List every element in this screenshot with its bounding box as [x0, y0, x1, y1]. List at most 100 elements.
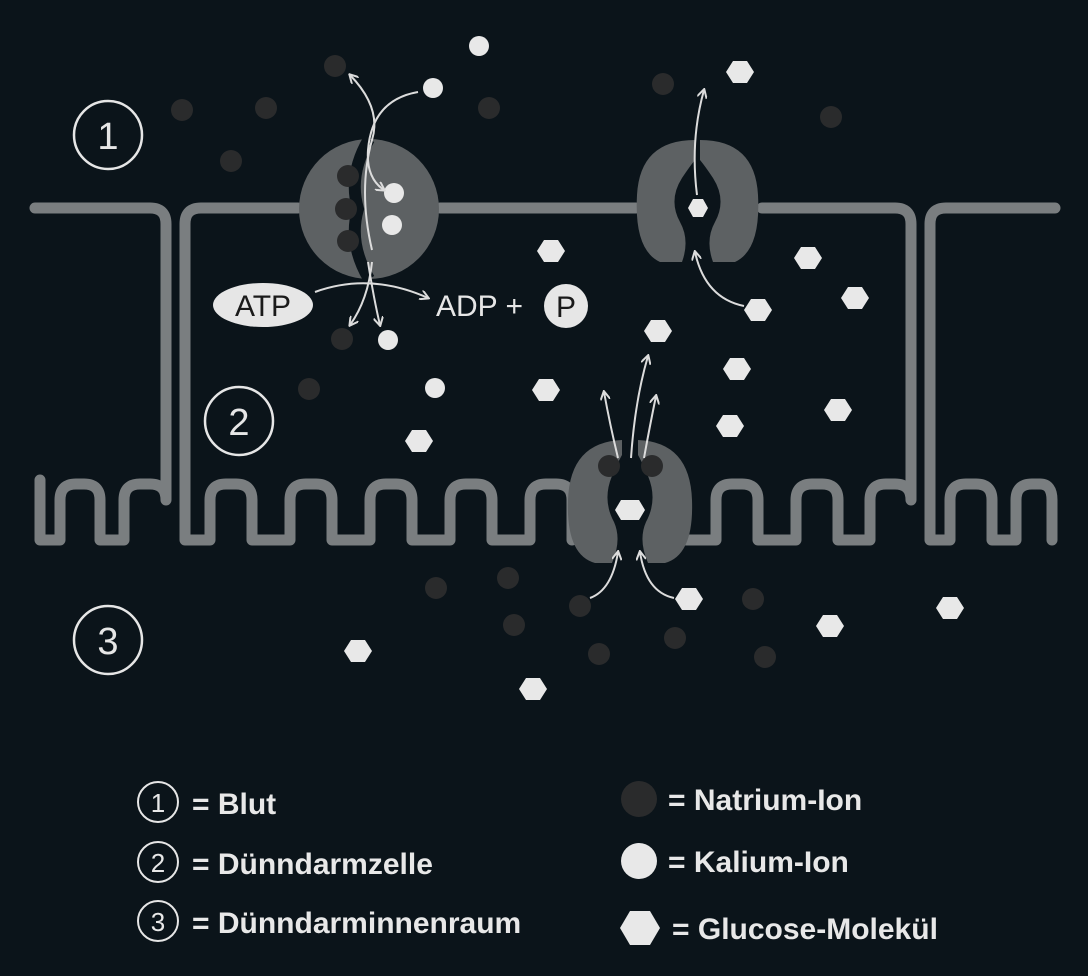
sodium-ion [425, 577, 447, 599]
glucose-molecule [405, 430, 433, 452]
region-1-circle [72, 99, 144, 171]
region-3-circle [72, 604, 144, 676]
legend-sodium-icon [621, 781, 657, 817]
region-3-number: 3 [97, 621, 118, 663]
glucose-molecule [816, 615, 844, 637]
sodium-ion [664, 627, 686, 649]
pump-potassium-in-arrow [366, 91, 419, 190]
pump-potassium-down-arrow [367, 261, 380, 325]
legend-region-2-circle [137, 841, 179, 883]
sodium-ion [255, 97, 277, 119]
glut-glucose-out-arrow [693, 90, 704, 196]
region-markers: 1 2 3 [72, 99, 275, 676]
left-cell-microvilli [34, 466, 172, 546]
glucose-molecule [744, 299, 772, 321]
legend-region-3-number: 3 [151, 907, 165, 937]
legend-region-3-circle [137, 900, 179, 942]
right-cell-membrane [924, 202, 1061, 478]
sodium-ion [742, 588, 764, 610]
free-potassium-ions [378, 36, 489, 398]
pump-sodium-down-arrow [350, 261, 373, 325]
pump-sodium-ion [337, 230, 359, 252]
atp-to-adp-arrow [314, 282, 428, 298]
left-cell-membrane [29, 202, 172, 478]
adp-label: ADP + [436, 290, 523, 323]
pump-potassium-ion [384, 183, 404, 203]
glucose-transporter-basolateral [636, 140, 759, 262]
sodium-ion [298, 378, 320, 400]
sglt-glucose [615, 500, 645, 520]
region-2-circle [203, 385, 275, 457]
glut-left-half [636, 140, 695, 262]
sodium-ion [220, 150, 242, 172]
pump-potassium-ion [382, 215, 402, 235]
sodium-ion [820, 106, 842, 128]
sglt-up-arrow-left [604, 392, 619, 459]
pump-sodium-ion [335, 198, 357, 220]
sglt-transporter-apical [567, 440, 693, 563]
legend-region-2-number: 2 [151, 848, 165, 878]
glut-right-half [700, 140, 759, 262]
pump-channel [348, 135, 375, 283]
sodium-ion [569, 595, 591, 617]
potassium-ion [425, 378, 445, 398]
middle-cell-microvilli-left [179, 466, 578, 546]
pump-sodium-out-arrow [350, 75, 376, 251]
right-cell-microvilli [924, 466, 1058, 546]
region-1-number: 1 [97, 116, 118, 158]
legend-glucose: = Glucose-Molekül [672, 913, 938, 946]
glucose-molecule [723, 358, 751, 380]
glucose-molecule [519, 678, 547, 700]
region-2-number: 2 [228, 402, 249, 444]
glucose-to-sglt-arrow [640, 552, 675, 599]
sodium-potassium-pump [299, 135, 439, 283]
legend: 1 = Blut 2 = Dünndarmzelle 3 = Dünndarmi… [137, 781, 938, 946]
sodium-ion [171, 99, 193, 121]
sglt-up-arrow-middle [630, 356, 648, 459]
free-sodium-ions [171, 55, 842, 668]
glucose-molecule [726, 61, 754, 83]
pump-sodium-ion [337, 165, 359, 187]
sodium-ion [588, 643, 610, 665]
middle-cell-microvilli-right [680, 466, 917, 546]
sodium-ion [497, 567, 519, 589]
legend-duenndarminnenraum: = Dünndarminnenraum [192, 907, 521, 940]
free-glucose-molecules [344, 61, 964, 700]
glut-glucose [688, 199, 708, 217]
sodium-to-sglt-arrow [589, 552, 618, 599]
membranes [29, 202, 1061, 546]
legend-potassium-icon [621, 843, 657, 879]
potassium-ion [423, 78, 443, 98]
sodium-ion [503, 614, 525, 636]
sodium-ion [478, 97, 500, 119]
glucose-to-glut-arrow [695, 252, 745, 307]
legend-glucose-icon [620, 911, 660, 945]
legend-duenndarmzelle: = Dünndarmzelle [192, 848, 433, 881]
atp-badge [213, 283, 313, 327]
middle-cell-basolateral-membrane [179, 202, 304, 478]
legend-region-1-number: 1 [151, 788, 165, 818]
legend-blut: = Blut [192, 788, 276, 821]
glucose-molecule [644, 320, 672, 342]
transport-arrows [314, 75, 745, 599]
glucose-molecule [344, 640, 372, 662]
glucose-molecule [532, 379, 560, 401]
pump-body [299, 139, 439, 279]
sodium-ion [652, 73, 674, 95]
glucose-molecule [794, 247, 822, 269]
sglt-sodium-ion [598, 455, 620, 477]
glucose-molecule [716, 415, 744, 437]
glucose-molecule [675, 588, 703, 610]
glucose-molecule [824, 399, 852, 421]
legend-kalium: = Kalium-Ion [668, 846, 849, 879]
potassium-ion [469, 36, 489, 56]
glucose-molecule [537, 240, 565, 262]
potassium-ion [378, 330, 398, 350]
sodium-ion [331, 328, 353, 350]
sglt-sodium-ion [641, 455, 663, 477]
glucose-molecule [936, 597, 964, 619]
sodium-ion [754, 646, 776, 668]
legend-region-1-circle [137, 781, 179, 823]
